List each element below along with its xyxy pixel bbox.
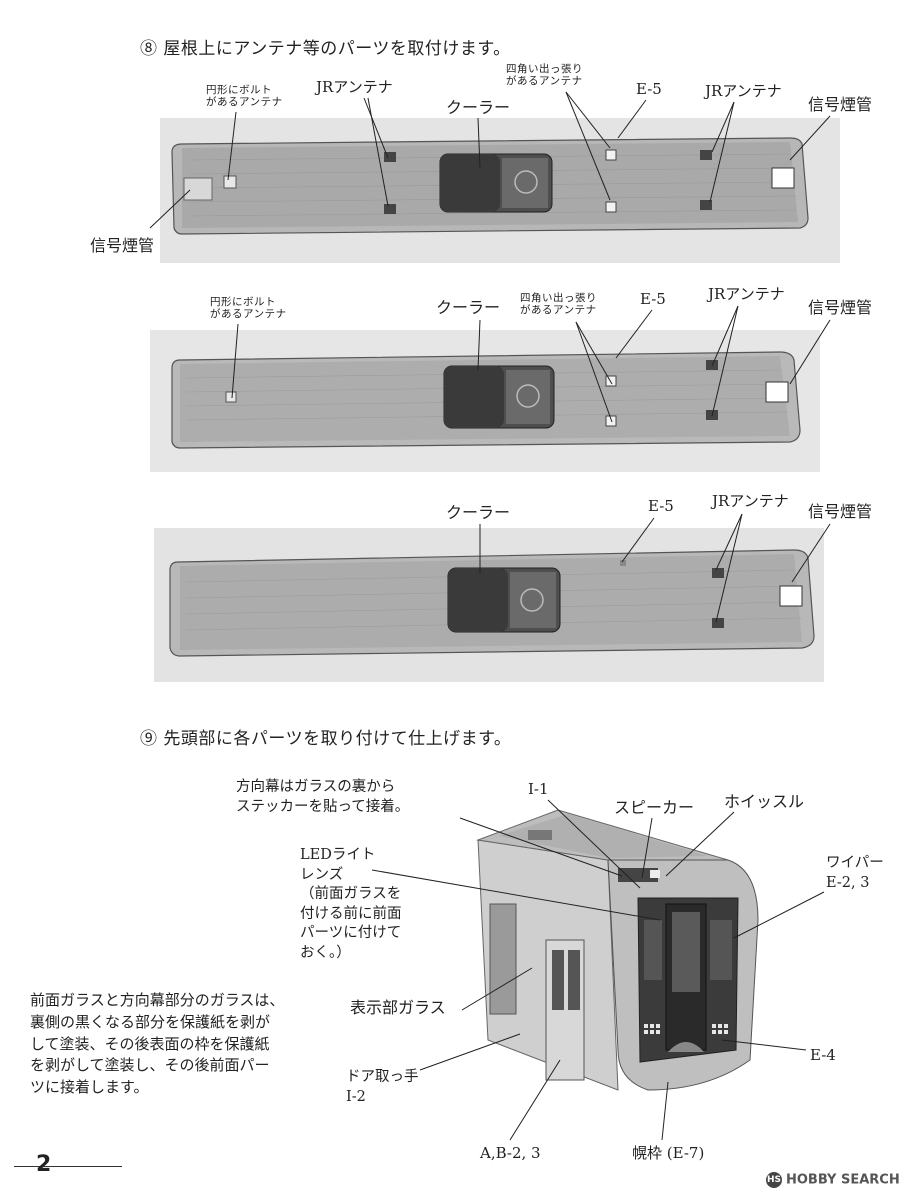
step-9-heading: ⑨ 先頭部に各パーツを取り付けて仕上げます。	[140, 729, 512, 749]
label-signal-pipe-2: 信号煙管	[808, 298, 873, 317]
roof-photo-2	[150, 330, 820, 472]
label-cooler-3: クーラー	[446, 503, 511, 522]
label-destination-sign: 方向幕はガラスの裏から ステッカーを貼って接着。	[236, 779, 410, 815]
label-e5-2: E-5	[640, 290, 666, 308]
label-jr-antenna-3: JRアンテナ	[712, 492, 789, 510]
label-cooler-2: クーラー	[436, 298, 501, 317]
label-i1: I-1	[528, 780, 549, 798]
label-wiper: ワイパー E-2, 3	[826, 855, 884, 891]
label-signal-pipe-right-1: 信号煙管	[808, 95, 873, 114]
label-display-glass: 表示部ガラス	[350, 998, 446, 1017]
label-cooler-1: クーラー	[446, 98, 511, 117]
label-square-antenna-2: 四角い出っ張り があるアンテナ	[520, 292, 597, 317]
label-e5-3: E-5	[648, 497, 674, 515]
label-e4: E-4	[810, 1046, 836, 1064]
label-door-handle: ドア取っ手 I-2	[346, 1069, 419, 1105]
label-signal-pipe-3: 信号煙管	[808, 502, 873, 521]
label-round-bolt-antenna-2: 円形にボルト があるアンテナ	[210, 296, 287, 321]
roof-photo-1	[160, 118, 840, 263]
label-hood-frame: 幌枠 (E-7)	[632, 1144, 705, 1162]
label-led-light-lens: LEDライト レンズ （前面ガラスを 付ける前に前面 パーツに付けて おく。）	[300, 847, 402, 961]
label-ab-2-3: A,B-2, 3	[480, 1144, 541, 1162]
label-jr-antenna-2: JRアンテナ	[708, 285, 785, 303]
label-e5-1: E-5	[636, 80, 662, 98]
glass-painting-note: 前面ガラスと方向幕部分のガラスは、 裏側の黒くなる部分を保護紙を剥が して塗装、…	[30, 991, 285, 1096]
watermark-logo: HS	[766, 1172, 782, 1188]
label-signal-pipe-left-1: 信号煙管	[90, 236, 155, 255]
label-jr-antenna-right-1: JRアンテナ	[705, 82, 782, 100]
footer-rule	[14, 1166, 122, 1167]
front-end-photo	[468, 800, 768, 1100]
watermark-text: HOBBY SEARCH	[786, 1172, 900, 1188]
page-number: 2	[36, 1152, 52, 1177]
label-whistle: ホイッスル	[724, 792, 805, 811]
label-square-antenna-1: 四角い出っ張り があるアンテナ	[506, 63, 583, 88]
step-8-heading: ⑧ 屋根上にアンテナ等のパーツを取付けます。	[140, 39, 511, 59]
label-speaker: スピーカー	[614, 798, 695, 817]
roof-photo-3	[154, 528, 824, 682]
label-jr-antenna-left-1: JRアンテナ	[316, 78, 393, 96]
label-round-bolt-antenna-1: 円形にボルト があるアンテナ	[206, 84, 283, 109]
